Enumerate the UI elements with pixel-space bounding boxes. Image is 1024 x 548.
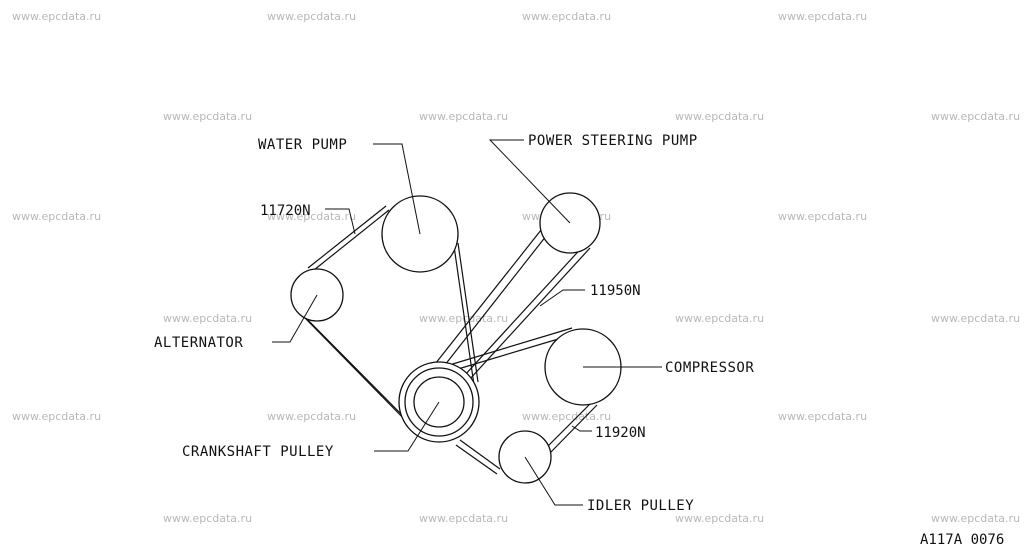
power-steering-belt-part-number: 11950N [590,283,641,299]
watermark-text: www.epcdata.ru [931,512,1020,525]
labels: WATER PUMP POWER STEERING PUMP 11720N AL… [154,133,1004,548]
watermark-text: www.epcdata.ru [675,512,764,525]
water-pump-label: WATER PUMP [258,137,347,153]
compressor-belt-part-number: 11920N [595,425,646,441]
watermark-text: www.epcdata.ru [267,10,356,23]
watermark-text: www.epcdata.ru [267,410,356,423]
watermark-text: www.epcdata.ru [12,10,101,23]
alternator-label: ALTERNATOR [154,335,243,351]
watermark-text: www.epcdata.ru [778,410,867,423]
watermark-layer: www.epcdata.ru www.epcdata.ru www.epcdata.… [12,10,1020,525]
watermark-text: www.epcdata.ru [931,312,1020,325]
watermark-text: www.epcdata.ru [675,110,764,123]
watermark-text: www.epcdata.ru [522,410,611,423]
watermark-text: www.epcdata.ru [12,410,101,423]
watermark-text: www.epcdata.ru [778,10,867,23]
watermark-text: www.epcdata.ru [675,312,764,325]
watermark-text: www.epcdata.ru [267,210,356,223]
watermark-text: www.epcdata.ru [163,312,252,325]
figure-code: A117A 0076 [920,532,1004,548]
belts [299,205,598,475]
watermark-text: www.epcdata.ru [778,210,867,223]
watermark-text: www.epcdata.ru [522,10,611,23]
idler-pulley-label: IDLER PULLEY [587,498,694,514]
watermark-text: www.epcdata.ru [931,110,1020,123]
watermark-text: www.epcdata.ru [419,312,508,325]
watermark-text: www.epcdata.ru [12,210,101,223]
watermark-text: www.epcdata.ru [419,110,508,123]
watermark-text: www.epcdata.ru [419,512,508,525]
power-steering-belt [423,224,591,393]
compressor-label: COMPRESSOR [665,360,754,376]
watermark-text: www.epcdata.ru [163,110,252,123]
leader-lines [272,139,662,506]
crankshaft-pulley-label: CRANKSHAFT PULLEY [182,444,334,460]
compressor-belt [445,327,598,475]
alternator-belt [299,205,479,426]
power-steering-pump-label: POWER STEERING PUMP [528,133,698,149]
alternator-belt-part-number: 11720N [260,203,311,219]
watermark-text: www.epcdata.ru [163,512,252,525]
